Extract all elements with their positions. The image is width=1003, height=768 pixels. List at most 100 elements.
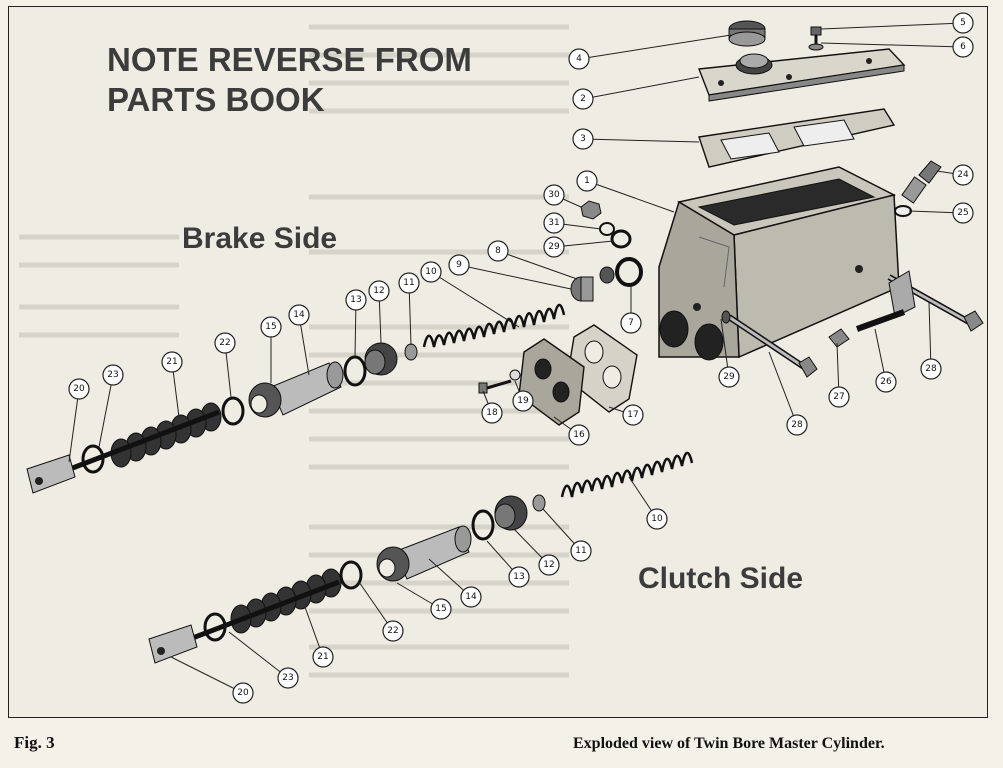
callout-number: 15 <box>265 322 276 332</box>
leader-line-c9 <box>458 264 572 290</box>
note-line-2: PARTS BOOK <box>107 81 325 118</box>
callout-circle <box>570 540 592 562</box>
callout-circle <box>512 390 534 412</box>
callout-c11b: 11 <box>570 540 592 562</box>
callout-c25: 25 <box>952 202 974 224</box>
leader-line-c20b <box>170 656 244 694</box>
callout-circle <box>161 351 183 373</box>
cap-part <box>728 20 766 47</box>
callout-circle <box>312 646 334 668</box>
callout-c22b: 22 <box>382 620 404 642</box>
callout-c26: 26 <box>875 371 897 393</box>
callout-circle <box>214 332 236 354</box>
callout-number: 8 <box>495 246 501 256</box>
callout-number: 24 <box>957 170 969 180</box>
callout-circle <box>288 304 310 326</box>
callout-circle <box>102 364 124 386</box>
callout-number: 22 <box>387 626 398 636</box>
callout-c6: 6 <box>952 36 974 58</box>
callout-c20b: 20 <box>232 682 254 704</box>
callout-c15b: 15 <box>430 598 452 620</box>
callout-circle <box>277 667 299 689</box>
callout-c10b: 10 <box>646 508 668 530</box>
callout-c24: 24 <box>952 164 974 186</box>
callout-number: 23 <box>282 673 293 683</box>
callout-c8: 8 <box>487 240 509 262</box>
callout-circle <box>920 358 942 380</box>
callout-number: 27 <box>833 392 844 402</box>
callout-number: 9 <box>456 260 462 270</box>
callout-number: 1 <box>584 176 590 186</box>
leader-line-c1 <box>586 180 675 213</box>
leader-line-c28a <box>768 351 798 426</box>
screw-washer-19 <box>478 369 521 394</box>
callout-circle <box>448 254 470 276</box>
figure-number: Fig. 3 <box>14 733 55 752</box>
leader-line-c20a <box>68 388 80 463</box>
callout-c13b: 13 <box>508 566 530 588</box>
callout-circle <box>481 402 503 424</box>
callout-c17: 17 <box>622 404 644 426</box>
callout-circle <box>543 212 565 234</box>
callout-c21a: 21 <box>161 351 183 373</box>
brake-side-label: Brake Side <box>182 222 338 255</box>
callout-circle <box>68 378 90 400</box>
callout-number: 10 <box>651 514 663 524</box>
callout-circle <box>875 371 897 393</box>
top-plate <box>698 48 906 102</box>
mounting-bolts <box>721 270 984 378</box>
leader-line-c4 <box>578 34 732 60</box>
callout-circle <box>620 312 642 334</box>
callout-c12a: 12 <box>368 280 390 302</box>
brake-assembly <box>26 303 566 494</box>
callout-number: 28 <box>925 364 937 374</box>
callout-circle <box>398 272 420 294</box>
callout-c3: 3 <box>572 128 594 150</box>
gasket-plate <box>698 108 896 168</box>
leader-line-c8 <box>497 250 578 280</box>
flange-gasket <box>518 324 638 426</box>
callout-circle <box>368 280 390 302</box>
note-label: NOTE REVERSE FROM PARTS BOOK <box>107 40 527 120</box>
callout-circle <box>572 128 594 150</box>
clutch-assembly <box>148 451 694 664</box>
small-nut-parts <box>580 200 632 249</box>
callout-number: 25 <box>957 208 968 218</box>
callout-number: 14 <box>465 592 477 602</box>
leader-line-c10a <box>430 271 520 328</box>
callout-c16: 16 <box>568 424 590 446</box>
callout-c31: 31 <box>543 212 565 234</box>
callout-number: 30 <box>548 190 560 200</box>
valve-parts <box>570 257 643 302</box>
callout-circle <box>487 240 509 262</box>
spring-upper <box>422 303 566 348</box>
callout-number: 12 <box>543 560 554 570</box>
callout-circle <box>952 202 974 224</box>
callout-c20a: 20 <box>68 378 90 400</box>
callout-c23b: 23 <box>277 667 299 689</box>
figure-caption: Exploded view of Twin Bore Master Cylind… <box>573 735 885 752</box>
callout-c18: 18 <box>481 402 503 424</box>
callout-c2: 2 <box>572 88 594 110</box>
callout-circle <box>952 12 974 34</box>
callout-circle <box>718 366 740 388</box>
callout-c29b: 29 <box>718 366 740 388</box>
callout-circle <box>828 386 850 408</box>
spring-lower <box>560 451 694 498</box>
leader-line-c2 <box>582 76 700 100</box>
callout-c12b: 12 <box>538 554 560 576</box>
callout-c10a: 10 <box>420 261 442 283</box>
callout-number: 22 <box>219 338 230 348</box>
callout-circle <box>430 598 452 620</box>
callout-c7: 7 <box>620 312 642 334</box>
callout-number: 29 <box>548 242 560 252</box>
callout-circle <box>460 586 482 608</box>
callout-circle <box>345 289 367 311</box>
callout-number: 20 <box>237 688 249 698</box>
callout-c9: 9 <box>448 254 470 276</box>
callout-number: 7 <box>628 318 634 328</box>
callout-c22a: 22 <box>214 332 236 354</box>
callout-c30: 30 <box>543 184 565 206</box>
callout-c4: 4 <box>568 48 590 70</box>
leader-line-c28b <box>928 301 932 370</box>
